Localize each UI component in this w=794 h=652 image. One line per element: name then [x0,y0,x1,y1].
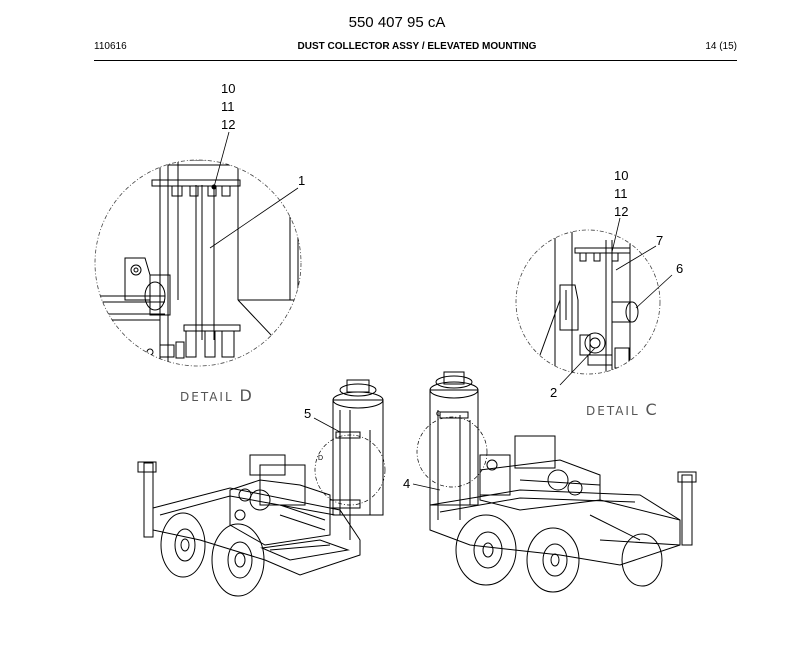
callout-1: 1 [298,173,305,188]
document-number: 550 407 95 cA [348,14,446,31]
page-title: DUST COLLECTOR ASSY / ELEVATED MOUNTING [297,41,537,52]
callout-10: 10 [614,168,628,183]
callout-10: 10 [221,81,235,96]
callout-4: 4 [403,476,410,491]
callout-2: 2 [550,385,557,400]
machine-right-view [416,371,697,593]
detail-d-label: DETAIL D [180,386,254,405]
callout-7: 7 [656,233,663,248]
detail-c-view [515,229,661,375]
header-rule [94,60,737,61]
callout-11: 11 [614,186,628,201]
callout-5-leader [313,417,341,433]
detail-c-leaders [559,217,673,386]
mini-detail-c-marker: C [436,411,441,418]
callout-5: 5 [304,406,311,421]
callout-4-leader [412,483,441,491]
document-code: 110616 [94,41,127,52]
detail-d-callouts: 10 11 12 1 [221,81,305,188]
callout-6: 6 [676,261,683,276]
callout-11: 11 [221,99,235,114]
detail-c-callouts: 10 11 12 7 6 2 [550,168,683,400]
callout-12: 12 [614,204,628,219]
callout-12: 12 [221,117,235,132]
detail-c-label: DETAIL C [586,400,659,419]
mini-detail-d-marker: D [318,455,323,462]
detail-d-leaders [209,131,299,249]
detail-d-view [94,159,302,367]
page-number: 14 (15) [705,41,737,52]
machine-left-view [137,379,386,597]
